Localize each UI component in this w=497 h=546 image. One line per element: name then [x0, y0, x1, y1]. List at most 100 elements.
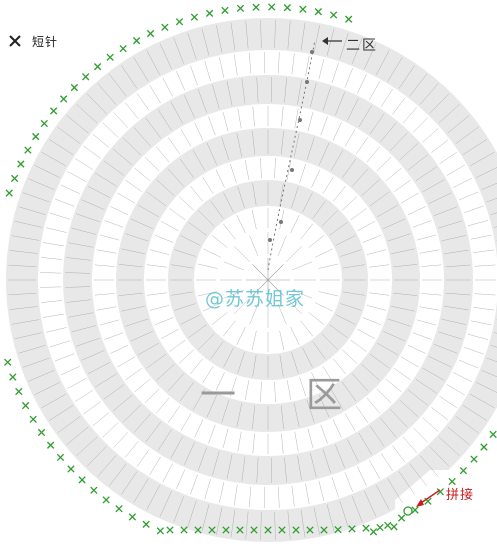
stitch-line [470, 234, 492, 240]
stitch-line [202, 365, 214, 384]
stitch-line [419, 83, 439, 105]
stitch-line [398, 471, 415, 495]
stitch-line [95, 373, 117, 388]
stitch-line [86, 93, 107, 114]
stitch-line [438, 436, 460, 456]
stitch-line [332, 419, 342, 438]
green-x-mark [32, 132, 40, 141]
stitch-line [394, 179, 411, 192]
green-x-mark [278, 526, 286, 534]
stitch-line [439, 395, 457, 409]
center-stitch [252, 279, 269, 296]
stitch-line [284, 77, 287, 103]
stitch-line [219, 57, 225, 78]
stitch-line [169, 339, 186, 352]
stitch-line [110, 344, 129, 354]
stitch-line [197, 89, 208, 113]
green-x-mark [56, 453, 65, 462]
green-x-mark [67, 465, 75, 473]
green-x-mark [190, 13, 199, 21]
stitch-line [222, 223, 236, 240]
stitch-line [245, 511, 249, 540]
green-x-mark [132, 37, 141, 45]
stitch-line [102, 122, 119, 138]
stitch-line [162, 77, 173, 97]
stitch-line [87, 362, 111, 375]
stitch-line [308, 234, 325, 248]
green-x-mark [93, 63, 102, 71]
green-x-mark [314, 8, 322, 16]
green-x-mark [194, 526, 202, 534]
stitch-line [236, 403, 243, 427]
stitch-line [49, 139, 73, 155]
green-x-mark [4, 358, 12, 366]
stitch-line [133, 57, 149, 82]
stitch-line [444, 305, 469, 311]
stitch-line [221, 137, 230, 161]
stitch-line [178, 196, 194, 211]
green-x-mark [334, 525, 342, 534]
green-x-mark [119, 44, 127, 53]
stitch-line [60, 366, 80, 376]
stitch-line [463, 346, 484, 355]
stitch-line [216, 507, 223, 535]
stitch-line [203, 248, 222, 258]
stitch-line [109, 73, 127, 97]
stitch-line [453, 177, 473, 188]
green-x-mark [320, 526, 328, 534]
stitch-line [294, 431, 299, 452]
stitch-line [222, 428, 229, 449]
stitch-line [357, 74, 367, 94]
stitch-line [226, 81, 233, 106]
stitch-line [43, 313, 64, 318]
stitch-line [490, 345, 497, 348]
stitch-line [342, 349, 358, 364]
stitch-line [11, 319, 40, 325]
green-x-mark [268, 3, 276, 11]
stitch-line [230, 376, 237, 397]
green-x-mark [489, 430, 497, 439]
center-stitch [252, 264, 269, 281]
stitch-line [121, 65, 138, 89]
chain-dot [290, 168, 294, 172]
stitch-line [251, 330, 257, 351]
center-chain [267, 39, 316, 271]
stitch-line [343, 291, 365, 296]
stitch-line [9, 306, 38, 310]
stitch-line [8, 292, 37, 296]
stitch-line [159, 490, 172, 517]
green-x-mark [115, 505, 123, 513]
stitch-line [230, 22, 236, 51]
stitch-line [312, 200, 326, 219]
stitch-line [110, 206, 129, 216]
watermark: @苏苏姐家 [205, 288, 306, 310]
stitch-line [180, 129, 192, 147]
stitch-line [407, 389, 428, 406]
stitch-line [146, 485, 160, 511]
stitch-line [237, 352, 245, 374]
stitch-line [409, 73, 427, 97]
stitch-line [291, 53, 295, 75]
stitch-line [402, 107, 417, 124]
stitch-line [60, 184, 80, 194]
stitch-line [173, 496, 185, 523]
stitch-line [279, 209, 285, 230]
chain-dot [279, 220, 283, 224]
stitch-line [204, 60, 211, 82]
stitch-line [194, 122, 204, 141]
stitch-line [441, 318, 467, 325]
green-x-mark [205, 9, 214, 17]
stitch-line [71, 227, 96, 235]
stitch-line [294, 108, 299, 129]
stitch-line [81, 350, 105, 361]
stitch-line [431, 406, 449, 421]
join-label: 拼接 [446, 488, 475, 503]
stitch-line [415, 166, 437, 181]
stitch-line [74, 158, 93, 170]
stitch-line [157, 429, 172, 451]
stitch-line [245, 20, 249, 49]
stitch-line [306, 399, 315, 423]
green-x-mark [15, 387, 23, 396]
stitch-line [279, 330, 285, 351]
stitch-line [362, 317, 382, 326]
